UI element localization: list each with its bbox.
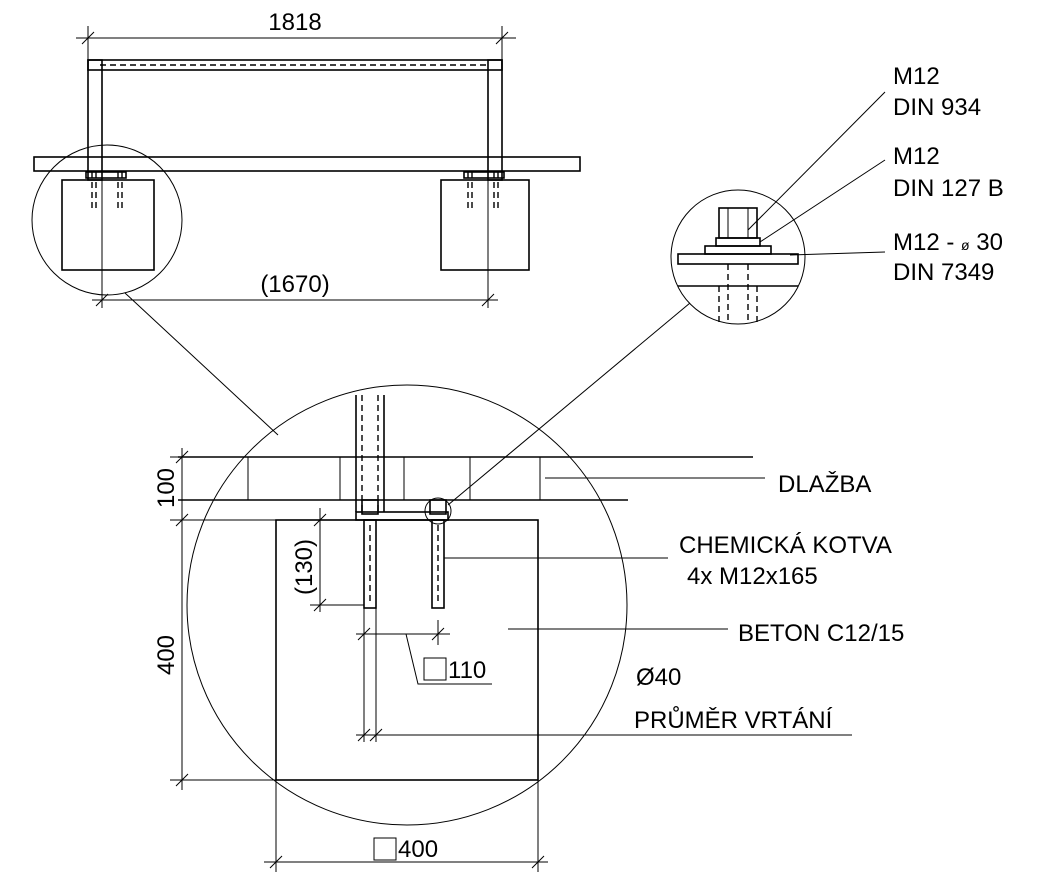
dim-paving-height: 100 xyxy=(153,448,276,530)
foundation-section xyxy=(178,395,753,781)
callout-nut: M12 DIN 934 xyxy=(893,63,981,121)
dim-foundation-spacing-label: (1670) xyxy=(260,271,329,298)
dim-anchor-square-label: 110 xyxy=(448,657,486,684)
foundation-block-left xyxy=(61,179,155,271)
detail-circle-large xyxy=(186,384,628,826)
dim-frame-width-label: 1818 xyxy=(268,9,321,36)
dim-block-size-label: 400 xyxy=(398,836,438,863)
dim-foundation-spacing: (1670) xyxy=(92,271,498,307)
callout-anchor-line2: 4x M12x165 xyxy=(687,563,818,590)
dim-block-size: 400 xyxy=(264,780,548,872)
detail-circle-bolt xyxy=(670,189,806,325)
dim-anchor-square: 110 xyxy=(356,620,492,685)
callout-washer-line1: M12 - ø 30 xyxy=(893,229,1003,256)
callout-spring-washer: M12 DIN 127 B xyxy=(893,143,1004,202)
callout-spring-washer-line2: DIN 127 B xyxy=(893,175,1004,202)
callout-drill-label: PRŮMĚR VRTÁNÍ xyxy=(634,705,833,734)
callout-drill-dia: Ø40 xyxy=(636,664,681,691)
callout-washer: M12 - ø 30 DIN 7349 xyxy=(893,229,1003,286)
callout-paving: DLAŽBA xyxy=(778,471,871,498)
frame-elevation xyxy=(33,59,581,308)
dim-paving-height-label: 100 xyxy=(153,468,180,508)
dim-block-height-label: 400 xyxy=(153,635,180,675)
callout-concrete: BETON C12/15 xyxy=(738,620,904,647)
callout-spring-washer-line1: M12 xyxy=(893,143,940,170)
concrete-block xyxy=(275,519,539,781)
bolt-detail xyxy=(670,189,806,325)
callout-anchor-line1: CHEMICKÁ KOTVA xyxy=(679,532,892,559)
callout-washer-line2: DIN 7349 xyxy=(893,259,994,286)
foundation-block-right xyxy=(440,179,530,271)
callout-nut-line2: DIN 934 xyxy=(893,94,981,121)
dim-frame-width: 1818 xyxy=(76,9,516,62)
callout-nut-line1: M12 xyxy=(893,63,940,90)
dim-anchor-embed-label: (130) xyxy=(291,539,318,595)
detail-circle-foundation xyxy=(31,144,183,296)
dim-anchor-embed: (130) xyxy=(291,508,364,612)
dim-block-height: 400 xyxy=(153,520,276,790)
